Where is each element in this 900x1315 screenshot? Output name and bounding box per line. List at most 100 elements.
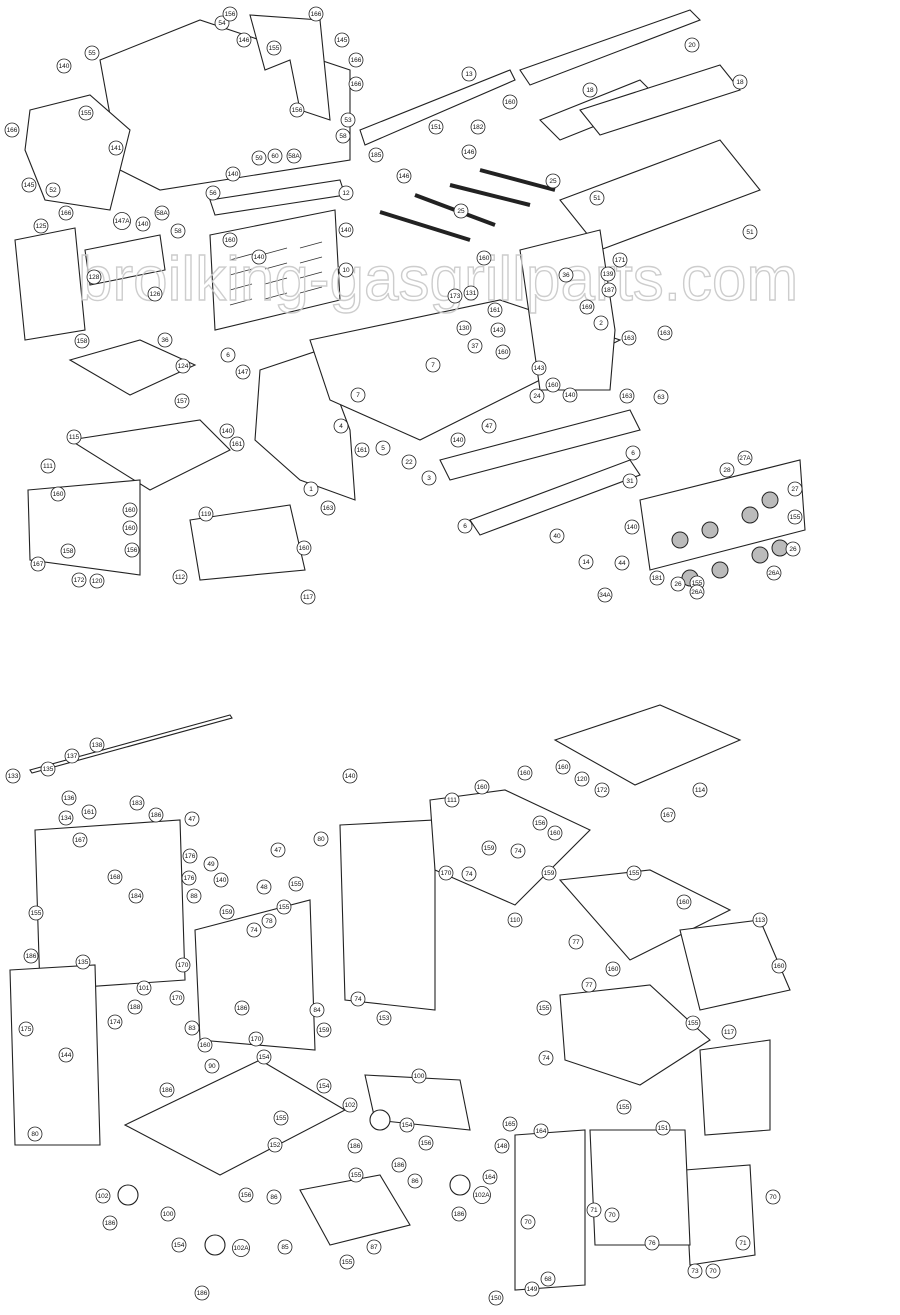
part-number-label: 166 xyxy=(351,57,362,64)
part-callout: 160 xyxy=(502,94,518,110)
front-heat-shield xyxy=(439,409,641,481)
callout-circle xyxy=(545,173,561,189)
part-number-label: 183 xyxy=(132,800,143,807)
control-knob xyxy=(761,491,779,509)
callout-circle xyxy=(657,325,673,341)
callout-circle xyxy=(721,1024,737,1040)
part-number-label: 114 xyxy=(695,787,706,794)
callout-circle xyxy=(685,1015,701,1031)
callout-circle xyxy=(507,912,523,928)
part-number-label: 140 xyxy=(59,63,70,70)
part-number-label: 156 xyxy=(241,1192,252,1199)
part-number-label: 175 xyxy=(21,1026,32,1033)
callout-circle xyxy=(581,977,597,993)
part-callout: 70 xyxy=(604,1207,620,1223)
part-callout: 176 xyxy=(181,870,197,886)
part-number-label: 136 xyxy=(64,795,75,802)
callout-circle xyxy=(366,1239,382,1255)
part-number-label: 49 xyxy=(207,861,215,868)
part-number-label: 26 xyxy=(789,546,797,553)
part-callout: 1 xyxy=(303,481,319,497)
caster-wheel xyxy=(449,1174,471,1196)
part-callout: 170 xyxy=(169,990,185,1006)
cabinet-door-left xyxy=(514,1129,586,1291)
callout-circle xyxy=(335,128,351,144)
part-number-label: 74 xyxy=(354,996,362,1003)
callout-circle xyxy=(495,344,511,360)
part-number-label: 161 xyxy=(357,447,368,454)
part-number-label: 154 xyxy=(259,1054,270,1061)
part-number-label: 160 xyxy=(608,966,619,973)
part-number-label: 18 xyxy=(736,79,744,86)
part-number-label: 186 xyxy=(394,1162,405,1169)
part-number-label: 22 xyxy=(405,459,413,466)
part-callout: 161 xyxy=(81,804,97,820)
part-callout: 12 xyxy=(338,185,354,201)
callout-circle xyxy=(457,518,473,534)
part-callout: 140 xyxy=(225,166,241,182)
part-callout: 155 xyxy=(339,1254,355,1270)
part-number-label: 187 xyxy=(604,287,615,294)
callout-circle xyxy=(84,45,100,61)
part-callout: 7 xyxy=(425,357,441,373)
part-callout: 13 xyxy=(461,66,477,82)
callout-circle xyxy=(303,481,319,497)
warming-rack xyxy=(519,9,701,86)
part-number-label: 138 xyxy=(92,742,103,749)
callout-circle xyxy=(350,387,366,403)
part-number-label: 135 xyxy=(78,959,89,966)
part-callout: 186 xyxy=(234,1000,250,1016)
caster-bracket-right xyxy=(364,1074,471,1131)
part-callout: 186 xyxy=(194,1285,210,1301)
part-number-label: 155 xyxy=(31,910,42,917)
callout-circle xyxy=(204,1058,220,1074)
callout-circle xyxy=(288,876,304,892)
cooking-grid-right xyxy=(579,64,741,136)
callout-circle xyxy=(316,1078,332,1094)
part-number-label: 176 xyxy=(184,875,195,882)
callout-circle xyxy=(524,1281,540,1297)
part-callout: 140 xyxy=(450,432,466,448)
callout-circle xyxy=(213,872,229,888)
part-number-label: 140 xyxy=(627,524,638,531)
callout-circle xyxy=(256,879,272,895)
burner-tube xyxy=(379,210,471,242)
part-number-label: 100 xyxy=(414,1073,425,1080)
part-number-label: 170 xyxy=(172,995,183,1002)
part-callout: 159 xyxy=(541,865,557,881)
callout-circle xyxy=(461,66,477,82)
part-number-label: 168 xyxy=(110,874,121,881)
part-number-label: 170 xyxy=(441,870,452,877)
part-callout: 164 xyxy=(482,1169,498,1185)
callout-circle xyxy=(562,387,578,403)
part-callout: 77 xyxy=(581,977,597,993)
callout-circle xyxy=(605,961,621,977)
caster-wheel xyxy=(204,1234,226,1256)
part-callout: 169 xyxy=(579,299,595,315)
callout-circle xyxy=(33,218,49,234)
part-callout: 44 xyxy=(614,555,630,571)
side-burner-tray xyxy=(68,339,197,396)
part-callout: 170 xyxy=(438,865,454,881)
part-number-label: 186 xyxy=(237,1005,248,1012)
part-callout: 163 xyxy=(621,330,637,346)
callout-circle xyxy=(122,520,138,536)
part-callout: 111 xyxy=(444,792,460,808)
part-callout: 159 xyxy=(481,840,497,856)
part-number-label: 159 xyxy=(544,870,555,877)
part-callout: 126 xyxy=(147,286,163,302)
callout-circle xyxy=(625,445,641,461)
callout-circle xyxy=(122,502,138,518)
part-callout: 161 xyxy=(487,302,503,318)
part-callout: 74 xyxy=(350,991,366,1007)
part-callout: 86 xyxy=(266,1189,282,1205)
part-callout: 37 xyxy=(467,338,483,354)
part-callout: 145 xyxy=(21,177,37,193)
part-callout: 155 xyxy=(288,876,304,892)
callout-circle xyxy=(182,848,198,864)
part-number-label: 68 xyxy=(544,1276,552,1283)
callout-circle xyxy=(313,831,329,847)
callout-circle xyxy=(589,190,605,206)
callout-circle xyxy=(545,377,561,393)
callout-circle xyxy=(251,150,267,166)
